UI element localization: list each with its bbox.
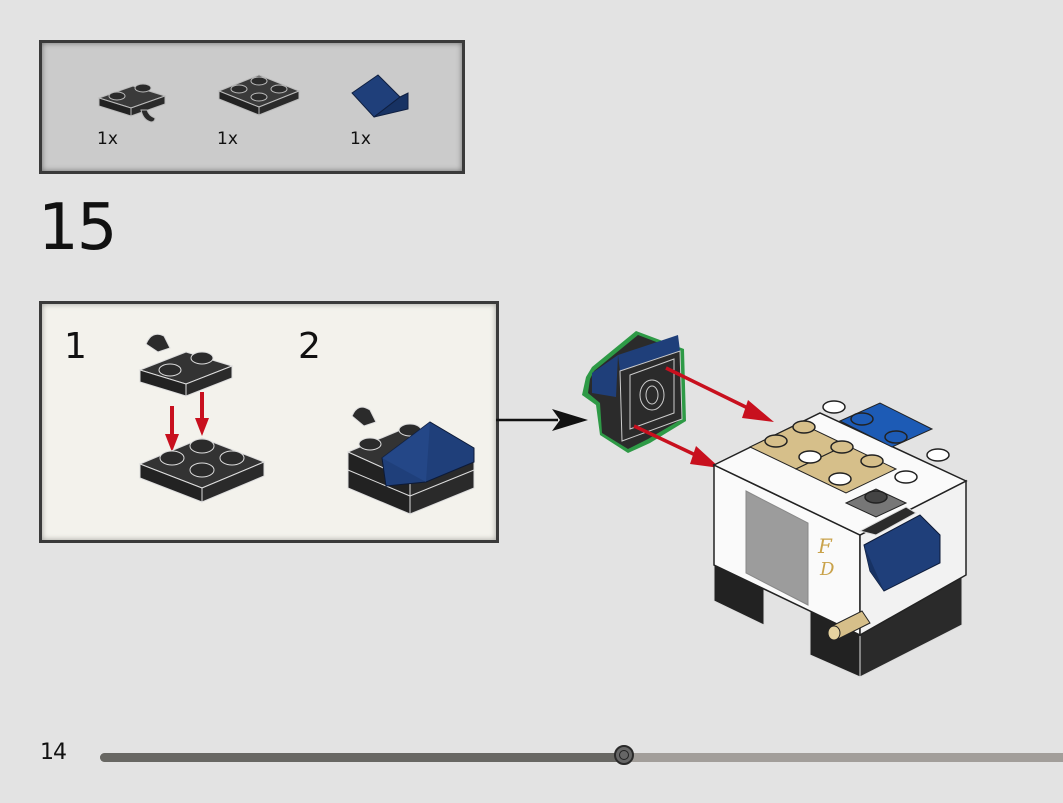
svg-text:D: D (819, 559, 835, 580)
part-qty: 1x (350, 129, 371, 149)
part-plate-1x2-clip-icon (97, 83, 167, 123)
red-arrowhead (690, 446, 720, 468)
sub-assembly-highlighted (582, 331, 686, 453)
slider-thumb[interactable] (613, 745, 634, 765)
substep-1-illustration (138, 333, 266, 503)
part-qty: 1x (217, 129, 238, 149)
substep-number: 2 (298, 326, 321, 367)
slider-fill (100, 753, 626, 762)
callout-arrow (496, 409, 588, 431)
page-number: 14 (40, 740, 67, 765)
part-plate-2x2-icon (217, 74, 301, 116)
insertion-arrows (633, 366, 774, 468)
red-arrow (665, 366, 761, 416)
gold-monogram: F (817, 534, 833, 558)
main-model-illustration: F D (712, 400, 968, 678)
red-arrowhead (742, 400, 774, 422)
red-arrowhead (195, 418, 209, 436)
parts-list: 1x 1x 1x (39, 40, 465, 174)
red-arrowhead (165, 434, 179, 452)
part-qty: 1x (97, 129, 118, 149)
step-number: 15 (38, 191, 117, 265)
substep-2-illustration (346, 406, 476, 515)
page-progress-slider[interactable] (100, 745, 1063, 765)
substep-number: 1 (64, 326, 87, 367)
sub-assembly-box: 1 2 (39, 301, 499, 543)
part-slope-dark-blue-icon (351, 74, 409, 118)
